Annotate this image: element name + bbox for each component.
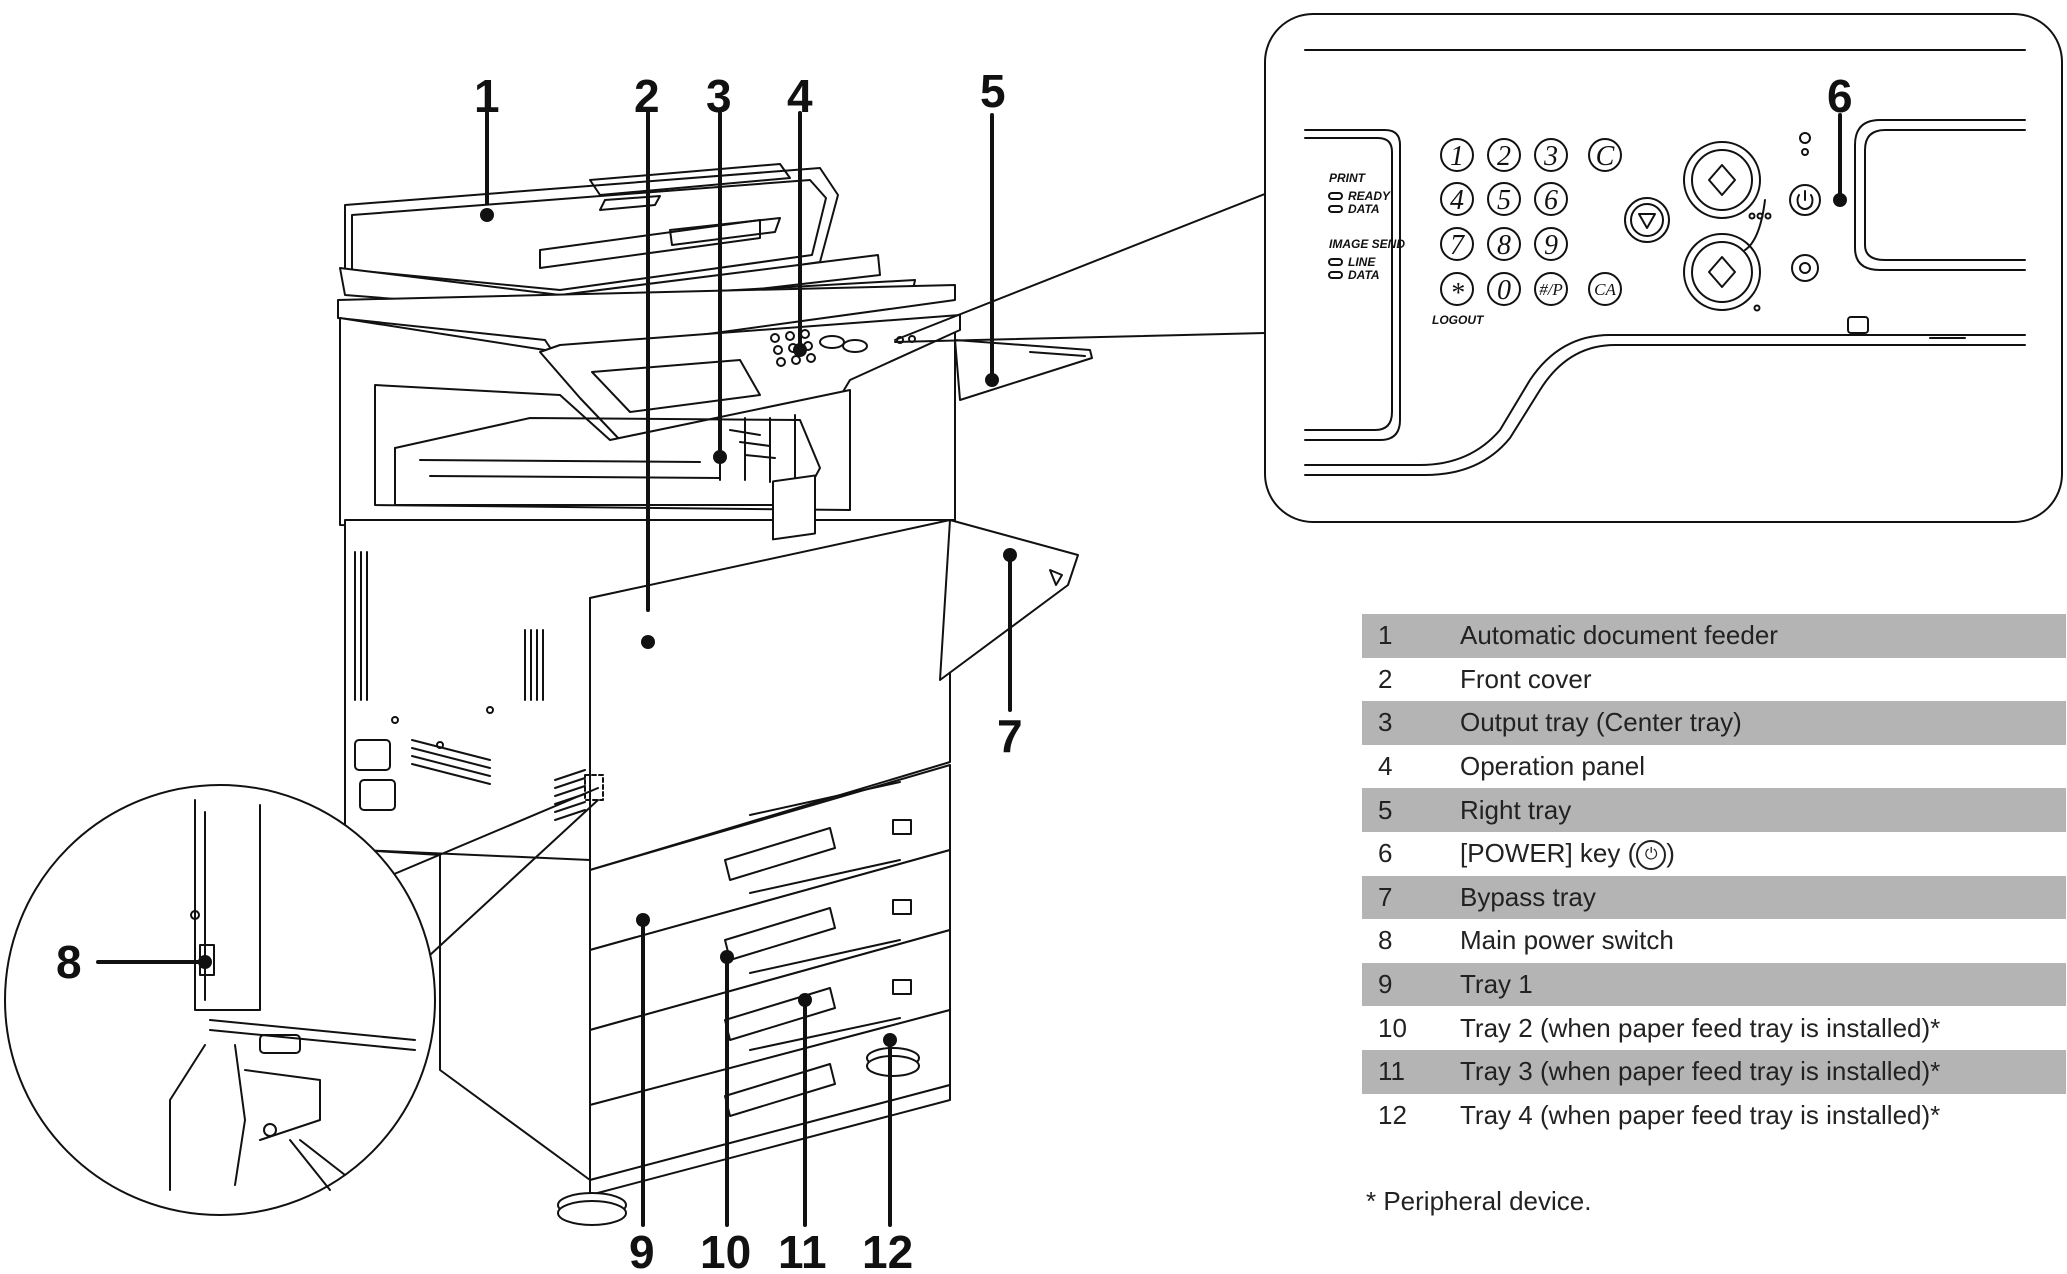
key-c: C — [1596, 141, 1615, 172]
legend-row: 11 Tray 3 (when paper feed tray is instal… — [1362, 1049, 2066, 1094]
legend-label: Operation panel — [1460, 751, 1646, 782]
panel-data-label: DATA — [1348, 202, 1380, 216]
legend-label: Automatic document feeder — [1460, 620, 1778, 651]
legend-row: 8 Main power switch — [1362, 919, 2066, 963]
legend-row: 3 Output tray (Center tray) — [1362, 701, 2066, 745]
panel-print-label: PRINT — [1329, 171, 1367, 185]
callout-6: 6 — [1827, 70, 1853, 122]
panel-data2-label: DATA — [1348, 268, 1380, 282]
callout-3: 3 — [706, 70, 732, 122]
legend-num: 7 — [1378, 881, 1393, 912]
legend-num: 9 — [1378, 969, 1393, 1000]
callout-4: 4 — [787, 70, 813, 122]
callout-5: 5 — [980, 65, 1006, 117]
legend-label: Tray 4 (when paper feed tray is installe… — [1460, 1099, 1941, 1130]
panel-line-label: LINE — [1348, 255, 1376, 269]
key-ca: CA — [1594, 280, 1616, 299]
legend-label: Bypass tray — [1460, 881, 1596, 912]
legend-row: 12 Tray 4 (when paper feed tray is instal… — [1362, 1094, 2066, 1138]
legend-num: 3 — [1378, 707, 1393, 738]
callout-10: 10 — [700, 1226, 751, 1274]
callout-12: 12 — [862, 1226, 913, 1274]
legend-num: 11 — [1378, 1056, 1405, 1087]
legend-row: 4 Operation panel — [1362, 745, 2066, 789]
power-icon: ⏻ — [1636, 839, 1667, 870]
side-vents — [354, 551, 586, 821]
key-4: 4 — [1450, 185, 1464, 216]
callout-11: 11 — [778, 1226, 827, 1274]
paper-trays — [359, 764, 951, 1196]
key-6: 6 — [1544, 185, 1558, 216]
legend-label: Tray 2 (when paper feed tray is installe… — [1460, 1012, 1941, 1043]
legend-num: 2 — [1378, 663, 1393, 694]
legend-num: 10 — [1378, 1012, 1407, 1043]
key-7: 7 — [1450, 230, 1465, 261]
key-0: 0 — [1497, 275, 1511, 306]
legend-label: Tray 3 (when paper feed tray is installe… — [1460, 1056, 1941, 1087]
legend-row: 10 Tray 2 (when paper feed tray is instal… — [1362, 1006, 2066, 1050]
key-2: 2 — [1497, 141, 1511, 172]
callout-7: 7 — [997, 710, 1023, 762]
callout-9: 9 — [629, 1226, 655, 1274]
footnote: * Peripheral device. — [1366, 1186, 1592, 1216]
legend-num: 4 — [1378, 751, 1393, 782]
panel-zoom-box — [894, 13, 2063, 523]
legend-row: 5 Right tray — [1362, 788, 2066, 832]
legend-label: [POWER] key (⏻) — [1460, 838, 2066, 870]
legend-row: 1 Automatic document feeder — [1362, 614, 2066, 658]
panel-ready-label: READY — [1348, 189, 1391, 203]
legend-num: 5 — [1378, 794, 1393, 825]
key-hash-p: #/P — [1539, 280, 1563, 299]
leader-lines — [96, 111, 1842, 1227]
key-8: 8 — [1497, 230, 1511, 261]
magnified-power-switch — [4, 784, 599, 1216]
legend-label: Right tray — [1460, 794, 1572, 825]
legend-label: Tray 1 — [1460, 969, 1533, 1000]
key-asterisk: * — [1450, 278, 1464, 309]
key-3: 3 — [1543, 141, 1558, 172]
panel-labels: PRINT READY DATA IMAGE SEND LINE DATA LO… — [1329, 171, 1485, 327]
legend-num: 6 — [1378, 838, 1393, 869]
callout-2: 2 — [634, 70, 660, 122]
numeric-keypad — [1440, 138, 1622, 306]
key-9: 9 — [1544, 230, 1558, 261]
key-5: 5 — [1497, 185, 1511, 216]
callout-8: 8 — [56, 936, 82, 988]
legend-num: 1 — [1378, 620, 1393, 651]
callout-1: 1 — [474, 70, 500, 122]
legend-label-pre: [POWER] key ( — [1460, 837, 1637, 868]
legend-label: Front cover — [1460, 663, 1592, 694]
legend-num: 12 — [1378, 1099, 1407, 1130]
callout-labels: 1 2 3 4 5 6 7 8 9 10 11 12 — [56, 65, 1853, 1274]
panel-image-send-label: IMAGE SEND — [1329, 237, 1405, 251]
key-1: 1 — [1450, 141, 1464, 172]
copier-machine — [337, 163, 1093, 1226]
legend-label-post: ) — [1666, 837, 1675, 868]
keypad-glyphs: 1 2 3 C 4 5 6 7 8 9 * 0 #/P CA — [1450, 141, 1616, 309]
legend-num: 8 — [1378, 925, 1393, 956]
panel-logout-label: LOGOUT — [1432, 313, 1485, 327]
leader-dots — [198, 193, 1847, 1047]
legend-label: Output tray (Center tray) — [1460, 707, 1742, 738]
legend-label: Main power switch — [1460, 925, 1674, 956]
legend-row: 9 Tray 1 — [1362, 962, 2066, 1007]
legend-row: 2 Front cover — [1362, 658, 2066, 702]
legend-row: 6 [POWER] key (⏻) — [1362, 832, 2066, 876]
legend-row: 7 Bypass tray — [1362, 875, 2066, 920]
